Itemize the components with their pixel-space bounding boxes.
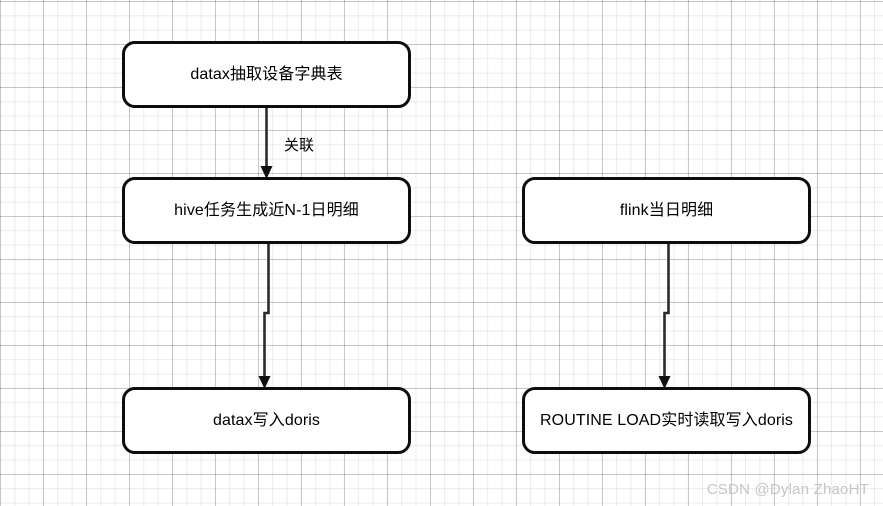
node-hive-detail-label: hive任务生成近N-1日明细 bbox=[174, 201, 359, 219]
edge-hive-detail-to-datax-doris bbox=[258, 244, 271, 389]
node-datax-extract-label: datax抽取设备字典表 bbox=[190, 65, 343, 83]
node-routine-load-label: ROUTINE LOAD实时读取写入doris bbox=[540, 411, 793, 429]
edge-label-association: 关联 bbox=[284, 137, 315, 154]
node-datax-extract[interactable]: datax抽取设备字典表 bbox=[122, 41, 411, 108]
node-datax-doris[interactable]: datax写入doris bbox=[122, 387, 411, 454]
node-datax-doris-label: datax写入doris bbox=[212, 411, 321, 429]
edge-flink-detail-to-routine-load bbox=[658, 244, 671, 389]
watermark: CSDN @Dylan ZhaoHT bbox=[706, 481, 869, 498]
node-flink-detail[interactable]: flink当日明细 bbox=[522, 177, 811, 244]
node-flink-detail-label: flink当日明细 bbox=[619, 201, 714, 219]
node-routine-load[interactable]: ROUTINE LOAD实时读取写入doris bbox=[522, 387, 811, 454]
node-hive-detail[interactable]: hive任务生成近N-1日明细 bbox=[122, 177, 411, 244]
edge-datax-extract-to-hive-detail bbox=[260, 108, 273, 179]
